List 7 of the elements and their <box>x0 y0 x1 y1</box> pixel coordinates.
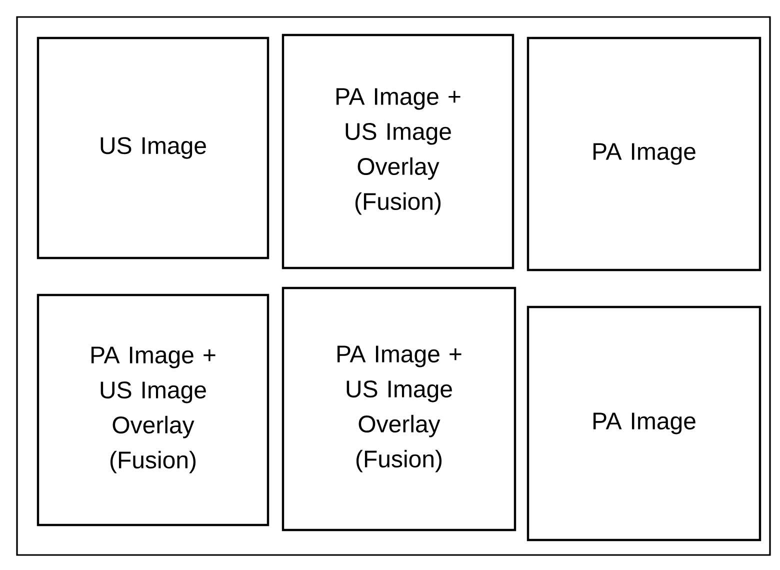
image-panel: PA Image + US Image Overlay (Fusion) <box>282 286 516 532</box>
image-panel: PA Image + US Image Overlay (Fusion) <box>36 294 270 526</box>
image-panel: PA Image <box>526 306 762 542</box>
frame <box>16 16 771 556</box>
image-panel: PA Image + US Image Overlay (Fusion) <box>282 34 514 270</box>
image-panel: PA Image <box>526 36 762 272</box>
image-panel: US Image <box>36 36 270 260</box>
